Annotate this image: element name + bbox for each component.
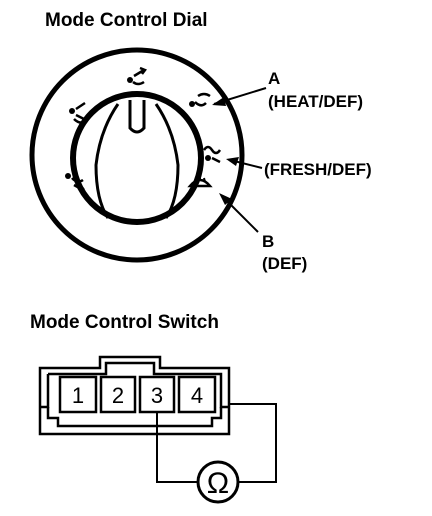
vent-icon: [127, 66, 147, 86]
callout-b-label: (DEF): [262, 254, 307, 273]
pin-3: 3: [151, 383, 163, 408]
pin-2: 2: [112, 383, 124, 408]
mode-control-dial: [29, 47, 245, 263]
fresh-def-icon: [202, 145, 222, 164]
callout-b: B (DEF): [219, 193, 307, 273]
callout-a-letter: A: [268, 69, 280, 88]
ohmmeter-circuit: [156, 403, 277, 504]
callout-a: A (HEAT/DEF): [212, 69, 363, 111]
bi-level-icon: [69, 101, 87, 124]
defrost-icon: [187, 175, 213, 188]
switch-title: Mode Control Switch: [30, 312, 219, 333]
ohmmeter-symbol: Ω: [207, 467, 229, 500]
pin-4: 4: [191, 383, 203, 408]
callout-b-letter: B: [262, 232, 274, 251]
floor-icon: [65, 173, 85, 192]
heat-def-icon: [189, 92, 211, 107]
switch-connector: [38, 355, 231, 436]
callout-fresh-label: (FRESH/DEF): [264, 160, 372, 179]
callout-a-label: (HEAT/DEF): [268, 92, 363, 111]
dial-title: Mode Control Dial: [45, 10, 208, 31]
pin-1: 1: [72, 383, 84, 408]
callout-fresh-def: (FRESH/DEF): [226, 157, 372, 179]
